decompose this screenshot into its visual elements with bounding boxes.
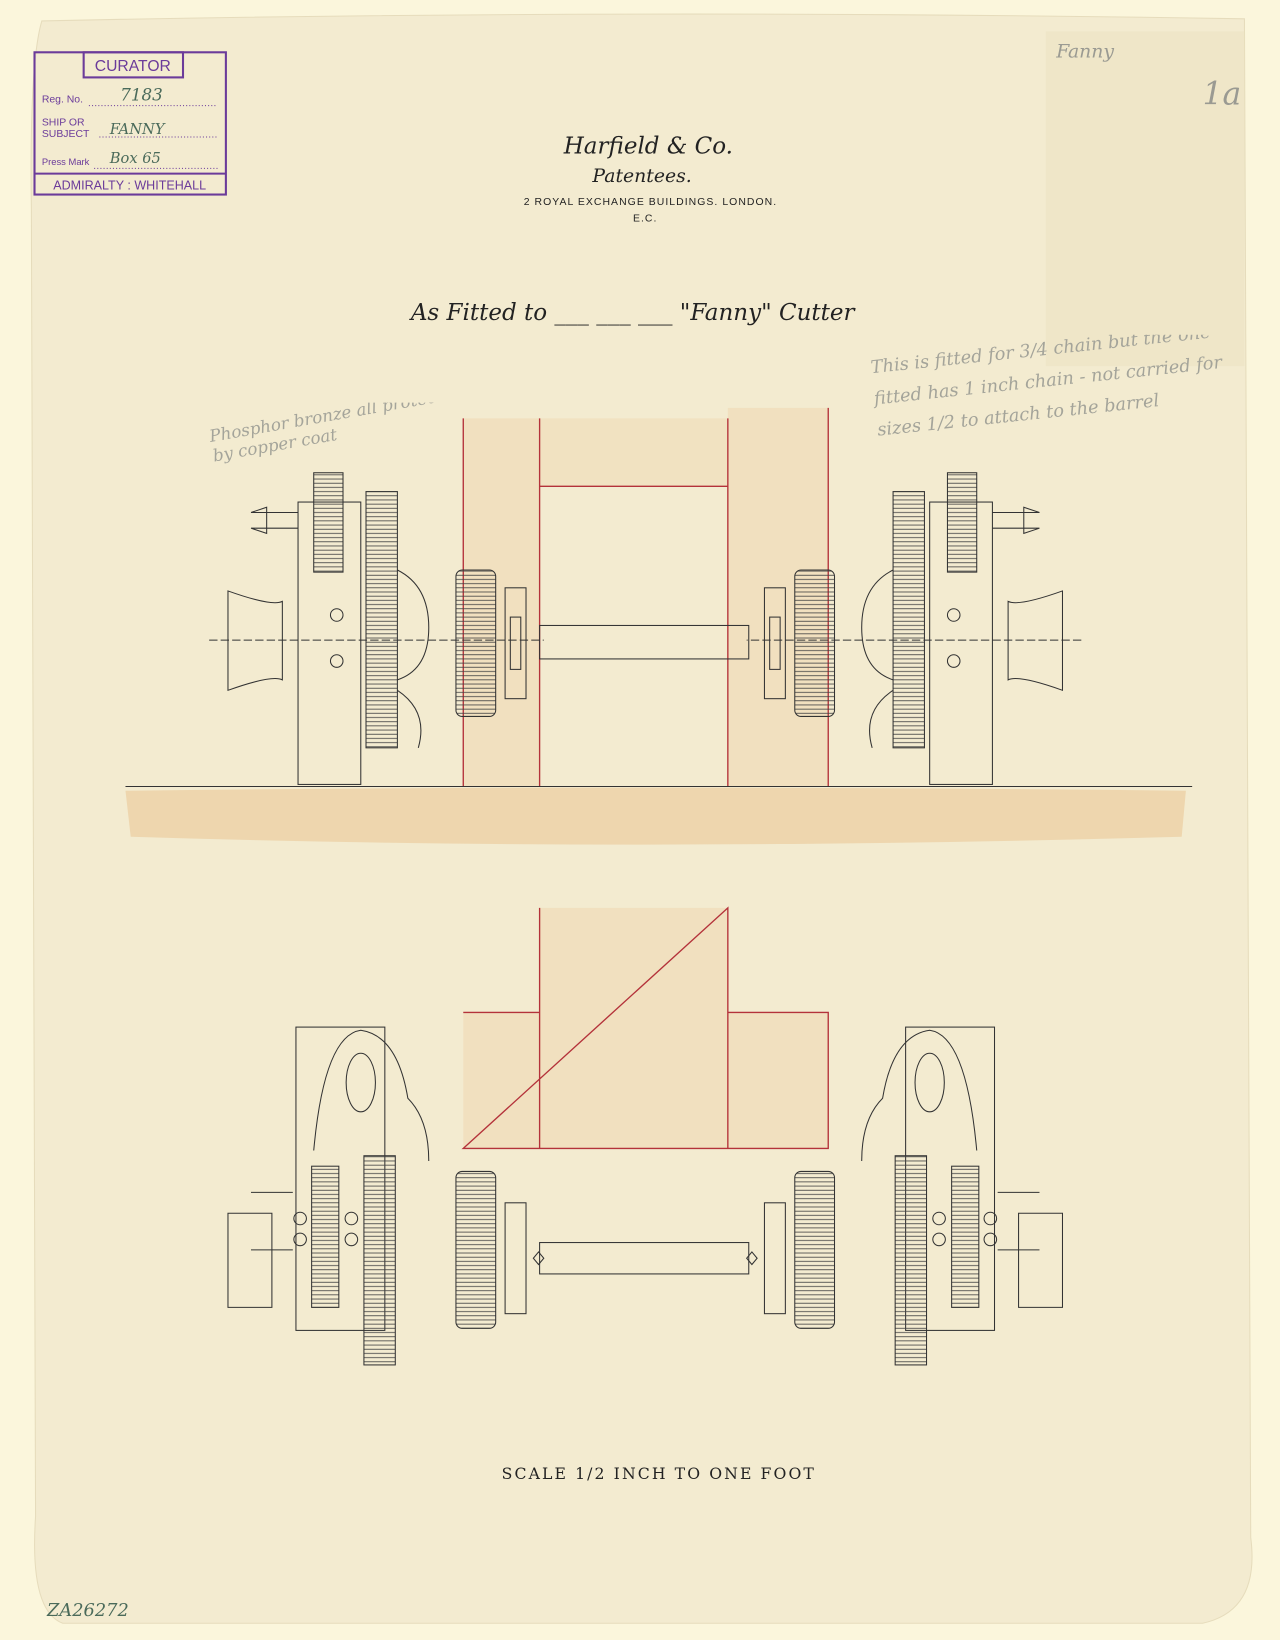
press-label: Press Mark: [42, 156, 90, 167]
press-value: Box 65: [109, 150, 161, 167]
address-2: E.C.: [633, 214, 657, 225]
stamp-title: CURATOR: [95, 58, 171, 75]
address: 2 ROYAL EXCHANGE BUILDINGS. LONDON.: [524, 197, 778, 208]
reg-value: 7183: [120, 84, 163, 104]
elevation-view: [125, 407, 1193, 845]
deck-beam: [125, 787, 1186, 845]
plan-view: [227, 906, 1064, 1366]
catalogue-number: ZA26272: [46, 1601, 129, 1621]
scale-label: SCALE 1/2 INCH TO ONE FOOT: [502, 1464, 816, 1483]
curator-stamp: CURATOR Reg. No. 7183 SHIP OR SUBJECT FA…: [33, 51, 227, 196]
corner-note: Fanny: [1055, 42, 1114, 63]
company-subtitle: Patentees.: [591, 166, 691, 187]
pencil-note-right: This is fitted for 3/4 chain but the one…: [869, 334, 1223, 441]
corner-mark: 1a: [1203, 77, 1242, 113]
pencil-note-left: Phosphor bronze all protected by copper …: [209, 402, 465, 466]
shaft: [539, 624, 750, 660]
reg-label: Reg. No.: [42, 94, 83, 105]
stamp-footer: ADMIRALTY : WHITEHALL: [53, 178, 206, 192]
ship-value: FANNY: [109, 121, 166, 138]
drawing-title: As Fitted to ___ ___ ___ "Fanny" Cutter: [409, 300, 857, 326]
company-name: Harfield & Co.: [563, 134, 733, 160]
ship-label-2: SUBJECT: [42, 129, 90, 140]
ship-label-1: SHIP OR: [42, 118, 85, 129]
